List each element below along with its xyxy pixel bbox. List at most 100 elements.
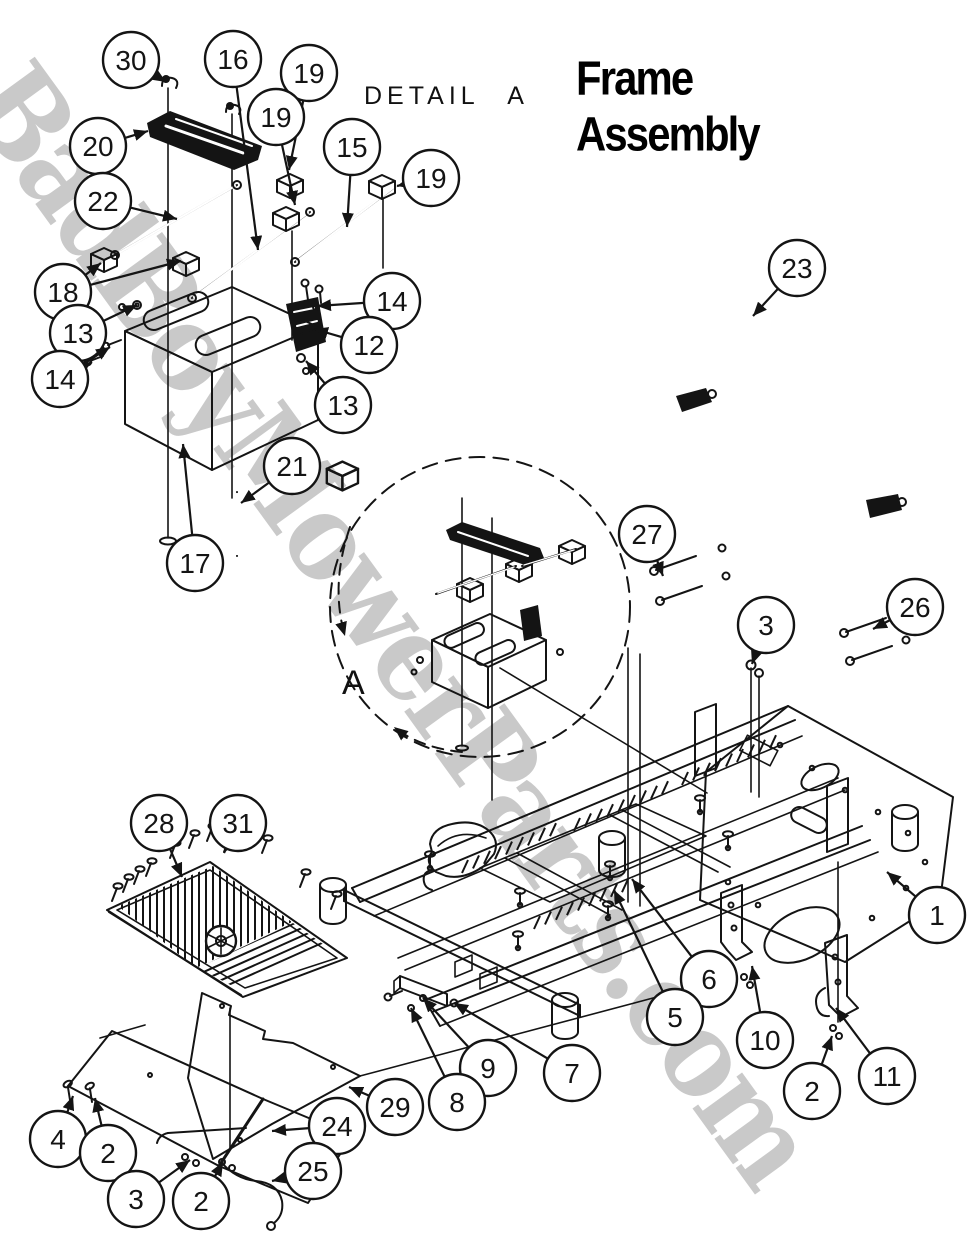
leader-line <box>129 206 178 222</box>
slat-line <box>661 780 669 795</box>
callout-number: 18 <box>47 277 78 308</box>
slat-line <box>595 808 603 823</box>
callout-13: 13 <box>305 360 373 435</box>
callout-circle <box>246 87 306 147</box>
callout-number: 28 <box>143 808 174 839</box>
callout-number: 12 <box>353 330 384 361</box>
leader-line <box>280 144 298 206</box>
callout-circle <box>262 436 322 496</box>
detail-a-label: DETAIL A <box>364 82 529 110</box>
callout-13: 13 <box>48 303 138 363</box>
callout-23: 23 <box>752 238 827 317</box>
leader-line <box>886 871 917 898</box>
slat-line <box>527 831 535 846</box>
callout-circle <box>30 349 90 409</box>
leader-line <box>84 262 102 277</box>
slat-line <box>758 739 766 754</box>
callout-circle <box>106 1169 166 1229</box>
callout-14: 14 <box>30 346 111 409</box>
leader-line <box>422 997 470 1049</box>
callout-number: 3 <box>758 610 774 641</box>
callout-circle <box>401 148 461 208</box>
slat-line <box>725 753 733 768</box>
callout-2: 2 <box>171 1161 231 1231</box>
callout-circle <box>203 29 263 89</box>
leader-line <box>168 848 184 878</box>
callout-17: 17 <box>165 443 225 593</box>
slat-line <box>577 897 585 912</box>
leader-line <box>835 1007 872 1055</box>
rops-bar <box>627 286 911 1023</box>
leader-line <box>631 878 693 958</box>
slat-line <box>639 789 647 804</box>
callout-circle <box>129 793 189 853</box>
callout-12: 12 <box>313 315 399 375</box>
slat-line <box>494 845 502 860</box>
slat-line <box>617 799 625 814</box>
callout-number: 2 <box>804 1076 820 1107</box>
slat-line <box>692 766 700 781</box>
leader-line <box>102 304 138 322</box>
callout-number: 6 <box>701 964 717 995</box>
slat-line <box>198 925 340 992</box>
leader-line <box>271 1123 310 1136</box>
callout-number: 17 <box>179 548 210 579</box>
slat-line <box>516 836 524 851</box>
detail-a-marker: A <box>342 664 365 702</box>
slat-line <box>588 892 596 907</box>
battery-box <box>124 286 319 471</box>
callout-27: 27 <box>617 504 677 577</box>
callout-number: 7 <box>564 1058 580 1089</box>
callout-7: 7 <box>453 1002 602 1103</box>
callout-1: 1 <box>886 871 967 945</box>
callout-19: 19 <box>396 148 461 208</box>
callout-number: 14 <box>44 364 75 395</box>
callout-30: 30 <box>101 30 167 90</box>
slat-line <box>599 887 607 902</box>
slat-line <box>533 915 541 930</box>
slat-line <box>628 794 636 809</box>
leader-line <box>750 648 763 665</box>
leader-line <box>210 1161 224 1178</box>
callout-19: 19 <box>246 87 306 206</box>
callout-3: 3 <box>736 595 796 665</box>
seat-base-panel <box>187 992 361 1160</box>
callout-2: 2 <box>782 1035 842 1121</box>
callout-number: 13 <box>327 390 358 421</box>
slat-line <box>584 812 592 827</box>
callout-number: 19 <box>415 163 446 194</box>
callout-22: 22 <box>73 171 178 231</box>
callout-circle <box>679 949 739 1009</box>
leader-line <box>158 1159 191 1184</box>
callout-circle <box>736 595 796 655</box>
slat-line <box>606 803 614 818</box>
callout-circle <box>782 1061 842 1121</box>
callout-11: 11 <box>835 1007 917 1106</box>
callout-8: 8 <box>410 1007 487 1132</box>
main-frame <box>319 703 954 1077</box>
callout-26: 26 <box>872 577 945 637</box>
callout-number: 20 <box>82 131 113 162</box>
slat-line <box>703 762 711 777</box>
leader-line <box>92 1097 105 1127</box>
callout-number: 10 <box>749 1025 780 1056</box>
callout-circle <box>339 315 399 375</box>
floor-pan <box>60 1024 353 1231</box>
battery-assembly <box>83 75 425 557</box>
callout-24: 24 <box>271 1096 367 1156</box>
callout-15: 15 <box>322 117 382 228</box>
leader-line <box>240 481 270 504</box>
slat-line <box>555 906 563 921</box>
callout-29: 29 <box>348 1077 425 1137</box>
callout-number: 13 <box>62 318 93 349</box>
slat-line <box>681 771 689 786</box>
callout-number: 1 <box>929 900 945 931</box>
leader-line <box>348 1085 370 1099</box>
callout-number: 2 <box>100 1138 116 1169</box>
leader-line <box>410 1007 446 1078</box>
callout-25: 25 <box>271 1141 343 1201</box>
leader-line <box>652 559 665 577</box>
slat-line <box>538 827 546 842</box>
callout-circle <box>735 1010 795 1070</box>
slat-line <box>472 854 480 869</box>
